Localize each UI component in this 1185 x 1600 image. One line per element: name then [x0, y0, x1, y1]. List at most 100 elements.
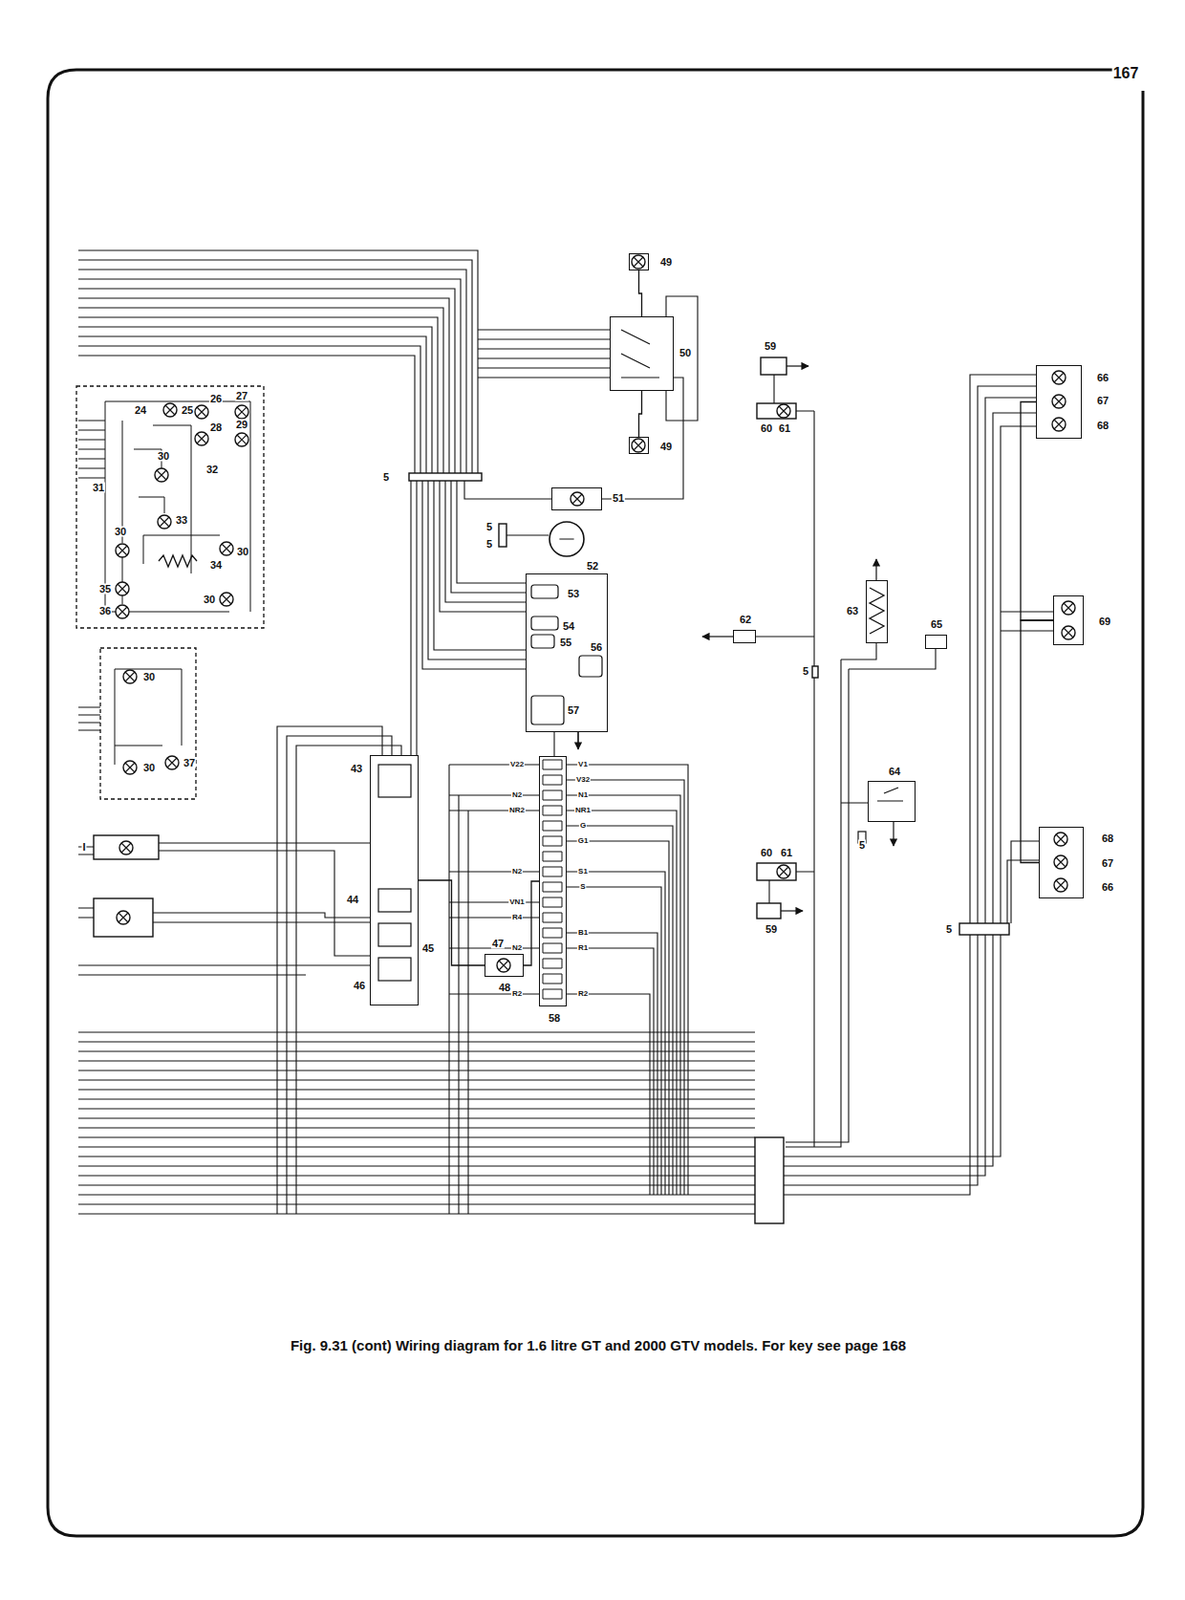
lamp-holder	[756, 403, 797, 419]
arrow	[892, 821, 894, 846]
relay-symbol	[378, 923, 411, 947]
lamp-symbol	[631, 438, 646, 453]
lamp-symbol	[219, 541, 234, 556]
wire-code: R1	[577, 944, 589, 952]
component-box: 49	[628, 436, 649, 454]
wire-bundle	[78, 250, 478, 474]
figure-caption: Fig. 9.31 (cont) Wiring diagram for 1.6 …	[290, 1336, 906, 1355]
lamp-symbol	[235, 432, 249, 447]
lamp-symbol	[1052, 370, 1066, 385]
wire-code: R2	[577, 990, 589, 998]
callout-number: 61	[779, 847, 794, 859]
wire	[554, 732, 579, 756]
callout-number: 44	[345, 894, 360, 905]
motor-outline	[548, 520, 585, 558]
harness-connector	[812, 666, 819, 678]
wire-code: G	[579, 821, 587, 830]
wire	[768, 880, 770, 904]
wire-bundle	[78, 1032, 755, 1214]
component-box: 686766	[1038, 826, 1084, 899]
lamp-symbol	[115, 581, 130, 596]
motor-detail	[559, 538, 574, 540]
harness-connector	[959, 923, 1010, 935]
callout-number: 69	[1098, 616, 1112, 627]
wire-code: G1	[577, 837, 590, 845]
callout-number: 43	[349, 763, 364, 775]
callout-number: 55	[559, 637, 573, 648]
callout-number: 54	[561, 621, 576, 632]
callout-number: 58	[547, 1012, 561, 1024]
callout-number: 31	[91, 482, 106, 494]
component-box: 5354555657	[525, 573, 608, 733]
relay-symbol	[378, 957, 411, 981]
sender-symbol	[760, 357, 787, 375]
relay-symbol	[378, 764, 411, 798]
callout-number: 60	[759, 423, 774, 434]
lamp-symbol	[1052, 417, 1066, 431]
lamp-symbol	[157, 515, 172, 529]
wire-code: NR1	[574, 806, 592, 815]
cluster-wiring	[105, 401, 251, 765]
component-box: 43444546	[369, 754, 419, 1006]
wire-code: NR2	[508, 806, 526, 815]
callout-number: 66	[1096, 372, 1110, 384]
callout-number: 5	[485, 521, 494, 533]
sender-symbol	[756, 903, 781, 919]
motor-circle: 52	[548, 520, 585, 558]
component-box: 64	[867, 780, 916, 822]
motor-outline	[549, 521, 584, 557]
lamp-symbol	[194, 431, 209, 446]
callout-number: 30	[236, 546, 250, 558]
wire-bundle	[783, 934, 1001, 1195]
wire-code: R2	[511, 990, 523, 998]
wire-code: V22	[509, 760, 525, 769]
switch-symbol	[531, 695, 564, 725]
wire-code: VN1	[508, 898, 526, 906]
instrument-cluster-outline	[76, 386, 264, 628]
arrow	[875, 559, 877, 581]
callout-number: 52	[585, 560, 600, 572]
component-box: 50	[609, 316, 674, 391]
lamp-symbol	[1061, 625, 1076, 640]
callout-number: 5	[485, 538, 494, 550]
callout-number: 37	[182, 757, 196, 769]
callout-number: 49	[659, 441, 673, 453]
switch-symbol	[531, 634, 555, 648]
switch-symbol	[531, 584, 559, 599]
wire	[755, 374, 936, 1147]
callout-number: 5	[801, 666, 810, 677]
resistor-symbol	[158, 555, 197, 567]
callout-number: 60	[759, 847, 774, 859]
callout-number: 34	[209, 560, 223, 571]
callout-number: 30	[202, 594, 216, 605]
harness-connector	[498, 523, 507, 547]
callout-number: 63	[845, 605, 860, 617]
lamp-symbol	[163, 403, 177, 417]
page-border	[47, 69, 1143, 1536]
lamp-symbol	[119, 840, 133, 855]
arrow	[702, 635, 733, 637]
callout-number: 66	[1100, 882, 1115, 893]
callout-number: I	[81, 841, 87, 853]
page-number: 167	[1112, 65, 1141, 82]
wire-bundle	[78, 250, 1054, 1214]
component-box: 49	[628, 253, 649, 271]
callout-number: 56	[589, 642, 604, 653]
callout-number: 64	[887, 766, 902, 777]
callout-number: 51	[611, 493, 625, 504]
relay-symbol	[378, 888, 411, 912]
callout-number: 49	[659, 257, 673, 268]
wire-code: N2	[511, 944, 523, 952]
lamp-symbol	[1061, 601, 1076, 615]
component-box: 69	[1053, 595, 1084, 646]
switch-symbol	[93, 898, 153, 937]
switch-symbol	[93, 835, 159, 860]
lamp-symbol	[1052, 394, 1066, 409]
wire	[464, 296, 698, 536]
lamp-symbol	[496, 958, 511, 972]
callout-number: 35	[98, 583, 112, 595]
relay-contact	[877, 787, 904, 801]
callout-number: 32	[205, 464, 219, 475]
